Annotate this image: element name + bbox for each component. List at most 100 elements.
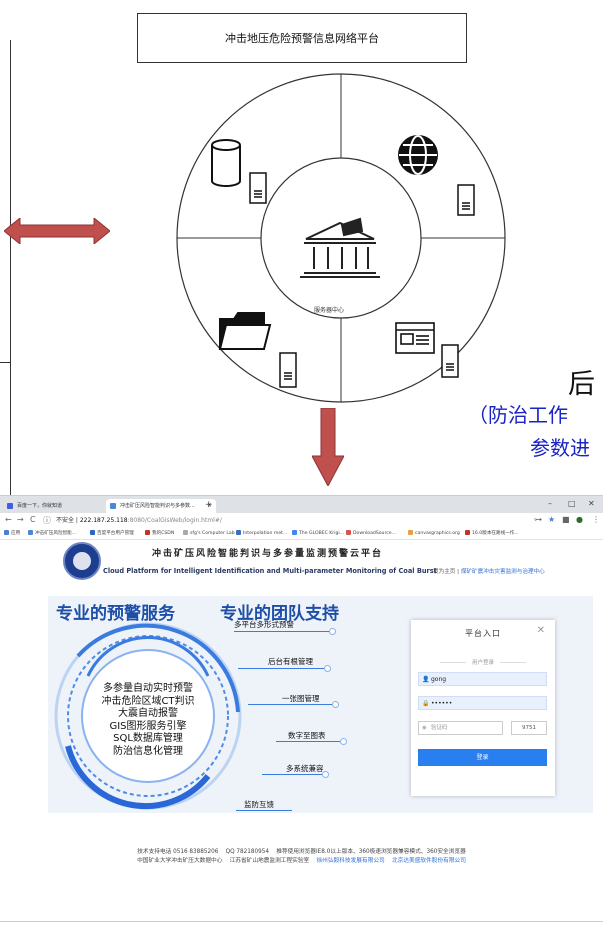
service-item: 大震自动报警 <box>118 708 178 719</box>
key-icon[interactable]: ⊶ <box>534 515 542 524</box>
tab-baidu[interactable]: 百度一下，你就知道 ✕ <box>3 499 117 513</box>
server-tower-icon <box>441 344 459 378</box>
platform-favicon-icon <box>110 503 116 509</box>
captcha-icon: ◉ <box>422 725 427 731</box>
address-bar-row: ← → C ⓘ 不安全 | 222.187.25.118:8080/CoalGi… <box>0 513 603 529</box>
feature-label: 一张图管理 <box>282 694 320 703</box>
left-frame <box>0 40 11 625</box>
browser-screenshot: 百度一下，你就知道 ✕ 冲击矿压风险智能判识与多参数... ✕ + – □ ✕ … <box>0 495 603 926</box>
site-footer: 技术支持电话 0516 83885206 QQ 782180954 推荐使用浏览… <box>0 848 603 866</box>
username-input[interactable]: 👤 gong <box>418 672 547 686</box>
reload-icon[interactable]: C <box>30 515 36 524</box>
side-text-2: （防治工作 <box>468 403 568 427</box>
center-link[interactable]: 煤矿矿震冲击灾害监测与治理中心 <box>459 569 545 575</box>
platform-title: 冲击地压危险预警信息网络平台 <box>225 32 379 45</box>
set-homepage-link[interactable]: 设为主页 | 煤矿矿震冲击灾害监测与治理中心 <box>433 569 545 575</box>
feature-label: 多系统兼容 <box>286 764 324 773</box>
server-tower-icon <box>249 172 267 204</box>
platform-title-box: 冲击地压危险预警信息网络平台 <box>137 13 467 63</box>
server-center-icon <box>300 217 380 278</box>
maximize-icon[interactable]: □ <box>568 499 576 508</box>
baidu-favicon-icon <box>7 503 13 509</box>
heading-team-support: 专业的团队支持 <box>220 604 339 624</box>
bookmark-item[interactable]: 16.0版本在路线一作... <box>465 530 519 536</box>
address-field[interactable]: 不安全 | 222.187.25.118:8080/CoalGisWeb/log… <box>56 517 222 524</box>
minimize-icon[interactable]: – <box>548 499 552 508</box>
user-icon: 👤 <box>422 676 430 683</box>
globe-icon <box>398 135 438 175</box>
captcha-placeholder: 验证码 <box>431 725 448 731</box>
double-arrow-icon <box>4 218 110 244</box>
feature-label: 多平台多形式预警 <box>234 620 294 629</box>
service-rings-graphic <box>54 622 242 810</box>
server-center-label: 服务器中心 <box>314 307 345 314</box>
bookmark-item[interactable]: Interpolation met... <box>236 530 287 536</box>
bottom-rule <box>0 921 603 922</box>
site-header: 冲击矿压风险智能判识与多参量监测预警云平台 Cloud Platform for… <box>0 540 603 590</box>
database-icon <box>211 139 241 187</box>
heading-warning-service: 专业的预警服务 <box>56 604 175 624</box>
server-tower-icon <box>279 352 297 388</box>
login-panel: 平台入口 ✕ 用户登录 👤 gong 🔒 •••••• ◉ 验证码 9751 登… <box>411 620 555 796</box>
bookmark-item[interactable]: sfg's Computer Lab <box>183 530 235 536</box>
password-input[interactable]: 🔒 •••••• <box>418 696 547 710</box>
username-value: gong <box>431 676 447 683</box>
tab-bar: 百度一下，你就知道 ✕ 冲击矿压风险智能判识与多参数... ✕ + – □ ✕ <box>0 496 603 513</box>
bookmark-item[interactable]: The GLOBEC Krigi... <box>292 530 344 536</box>
new-tab-icon[interactable]: + <box>205 500 213 510</box>
service-item: 防治信息化管理 <box>113 745 183 757</box>
forward-icon[interactable]: → <box>17 515 24 524</box>
tab-close-icon[interactable]: ✕ <box>206 502 212 509</box>
password-value: •••••• <box>431 700 453 707</box>
url-path: :8080/CoalGisWeb/login.html#/ <box>127 517 222 524</box>
login-button[interactable]: 登录 <box>418 749 547 766</box>
footer-phone: 技术支持电话 0516 83885206 <box>137 849 219 855</box>
site-title-en: Cloud Platform for Intelligent Identific… <box>103 567 437 575</box>
feature-label: 后台有根管理 <box>268 657 313 666</box>
service-item: GIS图形服务引擎 <box>109 720 187 732</box>
service-item: 多参量自动实时预警 <box>103 683 193 694</box>
profile-icon[interactable]: ● <box>576 515 583 524</box>
bookmark-item[interactable]: 冲击矿压风险智能... <box>28 530 76 536</box>
captcha-input[interactable]: ◉ 验证码 <box>418 721 503 735</box>
tab-platform[interactable]: 冲击矿压风险智能判识与多参数... ✕ <box>106 499 216 513</box>
login-subtitle: 用户登录 <box>411 658 555 666</box>
extension-icon[interactable]: ■ <box>562 515 570 524</box>
footer-browser-tip: 推荐使用浏览器IE8.0以上版本、360极速浏览器兼容模式、360安全浏览器 <box>276 849 466 855</box>
menu-icon[interactable]: ⋮ <box>592 515 600 524</box>
star-icon[interactable]: ★ <box>548 515 556 524</box>
login-title: 平台入口 <box>465 629 501 638</box>
bookmark-item[interactable]: 我的CSDN <box>145 530 174 536</box>
lock-icon: 🔒 <box>422 700 430 707</box>
feature-label: 数字至图表 <box>288 731 326 740</box>
back-icon[interactable]: ← <box>5 515 12 524</box>
server-tower-icon <box>457 184 475 216</box>
security-label: 不安全 <box>56 517 75 524</box>
service-item: 冲击危险区域CT判识 <box>101 695 195 707</box>
captcha-image[interactable]: 9751 <box>511 721 547 735</box>
footer-company-link[interactable]: 北京达美盛软件股份有限公司 <box>391 858 466 864</box>
down-arrow-icon <box>312 408 344 486</box>
footer-qq: QQ 782180954 <box>225 849 269 855</box>
footer-org: 江苏省矿山地震监测工程实验室 <box>229 858 310 864</box>
footer-company-link[interactable]: 徐州弘毅科技发展有限公司 <box>316 858 385 864</box>
site-title-cn: 冲击矿压风险智能判识与多参量监测预警云平台 <box>152 549 384 559</box>
app-window-icon <box>395 322 435 354</box>
service-item: SQL数据库管理 <box>113 733 183 744</box>
side-text-3: 参数进 <box>530 436 590 460</box>
bookmark-item[interactable]: 应用 <box>4 530 20 536</box>
tab-label: 百度一下，你就知道 <box>17 503 63 509</box>
university-logo <box>63 542 101 580</box>
url-host: 222.187.25.118 <box>79 517 128 524</box>
tab-label: 冲击矿压风险智能判识与多参数... <box>120 503 195 509</box>
service-wheel <box>176 73 506 403</box>
feature-label: 监防互馈 <box>244 800 274 809</box>
bookmark-item[interactable]: DownloadSource... <box>346 530 396 536</box>
side-text-1: 后 <box>568 369 595 400</box>
bookmark-item[interactable]: canvasgraphics.org <box>408 530 460 536</box>
close-window-icon[interactable]: ✕ <box>588 499 595 508</box>
info-icon[interactable]: ⓘ <box>43 516 51 525</box>
service-list: 多参量自动实时预警 冲击危险区域CT判识 大震自动报警 GIS图形服务引擎 SQ… <box>88 683 208 758</box>
bookmark-item[interactable]: 百度平台用户管理 <box>90 530 134 536</box>
close-icon[interactable]: ✕ <box>536 625 545 636</box>
